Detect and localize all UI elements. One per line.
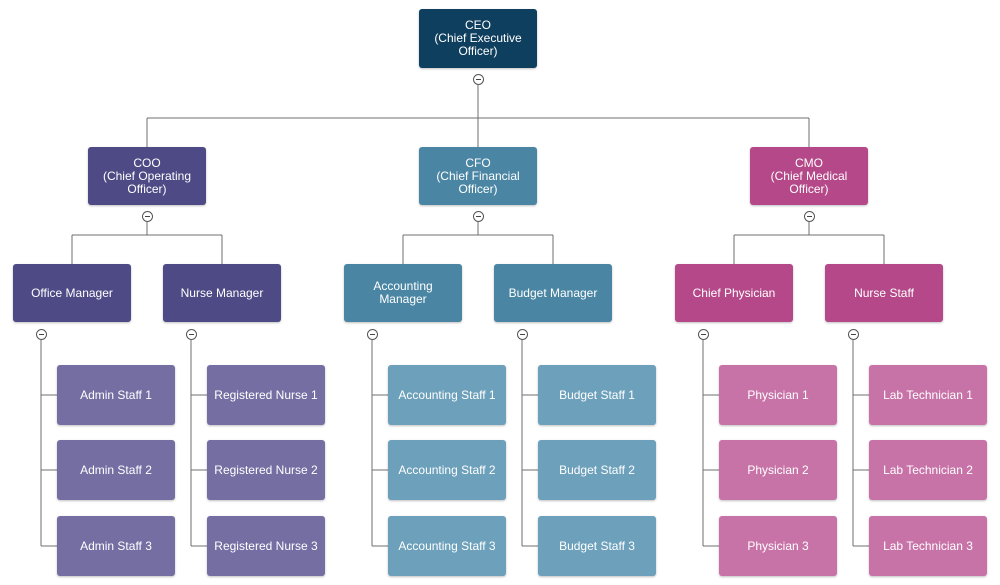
node-ceo[interactable]: CEO (Chief Executive Officer) xyxy=(419,9,537,68)
node-staff[interactable]: Physician 3 xyxy=(719,516,837,576)
collapse-icon[interactable] xyxy=(185,328,197,340)
node-staff[interactable]: Accounting Staff 1 xyxy=(388,365,506,425)
node-staff[interactable]: Lab Technician 1 xyxy=(869,365,987,425)
collapse-icon[interactable] xyxy=(472,210,484,222)
node-manager[interactable]: Budget Manager xyxy=(494,264,612,322)
node-staff[interactable]: Registered Nurse 2 xyxy=(207,440,325,500)
node-staff[interactable]: Budget Staff 3 xyxy=(538,516,656,576)
node-staff[interactable]: Admin Staff 1 xyxy=(57,365,175,425)
node-coo[interactable]: COO (Chief Operating Officer) xyxy=(88,147,206,205)
node-staff[interactable]: Accounting Staff 2 xyxy=(388,440,506,500)
node-staff[interactable]: Registered Nurse 1 xyxy=(207,365,325,425)
node-staff[interactable]: Lab Technician 2 xyxy=(869,440,987,500)
node-staff[interactable]: Admin Staff 2 xyxy=(57,440,175,500)
node-staff[interactable]: Admin Staff 3 xyxy=(57,516,175,576)
node-manager[interactable]: Chief Physician xyxy=(675,264,793,322)
node-staff[interactable]: Budget Staff 2 xyxy=(538,440,656,500)
collapse-icon[interactable] xyxy=(472,73,484,85)
node-cmo[interactable]: CMO (Chief Medical Officer) xyxy=(750,147,868,205)
collapse-icon[interactable] xyxy=(516,328,528,340)
node-staff[interactable]: Accounting Staff 3 xyxy=(388,516,506,576)
collapse-icon[interactable] xyxy=(141,210,153,222)
collapse-icon[interactable] xyxy=(697,328,709,340)
node-cfo[interactable]: CFO (Chief Financial Officer) xyxy=(419,147,537,205)
node-staff[interactable]: Physician 2 xyxy=(719,440,837,500)
collapse-icon[interactable] xyxy=(366,328,378,340)
node-manager[interactable]: Nurse Manager xyxy=(163,264,281,322)
collapse-icon[interactable] xyxy=(35,328,47,340)
node-staff[interactable]: Lab Technician 3 xyxy=(869,516,987,576)
node-manager[interactable]: Accounting Manager xyxy=(344,264,462,322)
node-staff[interactable]: Registered Nurse 3 xyxy=(207,516,325,576)
collapse-icon[interactable] xyxy=(803,210,815,222)
node-manager[interactable]: Office Manager xyxy=(13,264,131,322)
node-staff[interactable]: Physician 1 xyxy=(719,365,837,425)
collapse-icon[interactable] xyxy=(847,328,859,340)
node-staff[interactable]: Budget Staff 1 xyxy=(538,365,656,425)
node-manager[interactable]: Nurse Staff xyxy=(825,264,943,322)
